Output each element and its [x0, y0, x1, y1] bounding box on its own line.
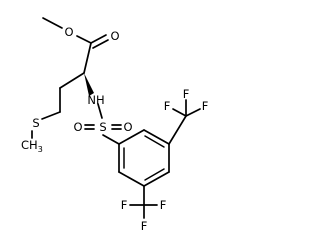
- bond-carbonyl-alpha: [83, 42, 92, 74]
- bond-gamma-s: [41, 111, 61, 120]
- bond-lines: [31, 17, 201, 219]
- ring-double-4-5: [144, 168, 165, 181]
- atom-f-bottom-right: F: [160, 198, 167, 212]
- ring-bond-2-3: [143, 129, 170, 145]
- bond-methyl-ester-o: [42, 17, 63, 29]
- bond-nh-sulfonyl: [97, 103, 103, 119]
- atom-methyl-ch: CH: [21, 138, 38, 152]
- ring-bond-4-5: [143, 171, 170, 187]
- bond-carbonyl-double-1: [90, 34, 107, 44]
- bond-ester-o-carbonyl: [76, 35, 92, 44]
- ring-bond-5-6: [118, 171, 145, 187]
- atom-methyl-ch3: CH3: [21, 138, 43, 154]
- bond-alpha-beta: [59, 72, 85, 89]
- bond-carbonyl-double-2: [92, 39, 109, 49]
- bond-s-ring: [102, 134, 120, 145]
- atom-carbonyl-oxygen: O: [110, 29, 119, 43]
- atom-f-top-up: F: [183, 87, 190, 101]
- atom-methyl-subscript: 3: [38, 145, 43, 154]
- atom-labels: O O NH S O O S CH3 F F F F F F: [21, 25, 208, 233]
- atom-f-bottom-left: F: [121, 198, 128, 212]
- atom-nh: NH: [87, 93, 104, 107]
- bond-cf3-top-f-right: [185, 108, 201, 117]
- bond-cf3-top-f-left: [172, 108, 187, 117]
- ring-double-2-3: [144, 135, 165, 148]
- atom-f-top-right: F: [202, 99, 209, 113]
- atom-sulfonyl-sulfur: S: [99, 120, 106, 134]
- atom-f-top-left: F: [164, 99, 171, 113]
- bond-ring-cf3-top: [168, 115, 187, 145]
- atom-thioether-sulfur: S: [32, 116, 39, 130]
- atom-ester-oxygen: O: [64, 25, 73, 39]
- ring-bond-1-2: [118, 129, 145, 145]
- molecule-structure-diagram: O O NH S O O S CH3 F F F F F F: [21, 17, 208, 233]
- atom-f-bottom-down: F: [141, 219, 148, 233]
- atom-sulfonyl-oxygen-left: O: [73, 120, 82, 134]
- stereo-wedge-bond: [84, 73, 94, 96]
- atom-sulfonyl-oxygen-right: O: [123, 120, 132, 134]
